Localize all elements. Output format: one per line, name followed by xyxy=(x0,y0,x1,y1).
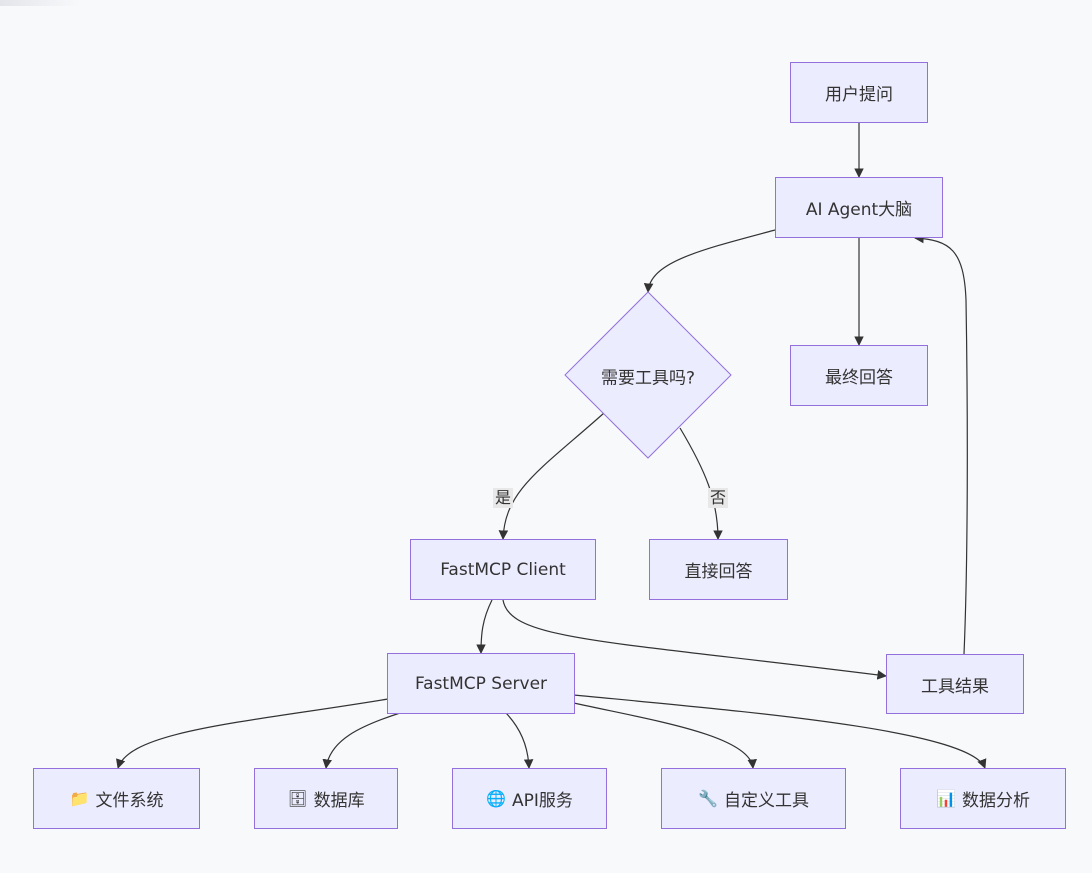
database-node: 🗄 数据库 xyxy=(254,768,398,829)
edge-server-to-analysis xyxy=(573,694,987,769)
edge-agent-to-decision xyxy=(643,229,776,293)
edge-server-to-filesystem xyxy=(116,698,389,769)
fastmcp-client-node: FastMCP Client xyxy=(410,539,596,600)
direct-answer-node: 直接回答 xyxy=(649,539,788,600)
api-service-node: 🌐 API服务 xyxy=(452,768,607,829)
corner-shadow xyxy=(0,0,80,6)
custom-tool-label: 自定义工具 xyxy=(723,791,809,811)
edge-decision-to-direct xyxy=(679,427,723,540)
edge-decision-to-client xyxy=(498,412,605,540)
globe-icon: 🌐 xyxy=(486,789,506,808)
edge-client-to-server xyxy=(476,599,493,654)
fastmcp-server-node: FastMCP Server xyxy=(387,653,575,714)
decision-diamond xyxy=(564,291,732,459)
final-answer-node: 最终回答 xyxy=(790,345,928,406)
edge-label-yes: 是 xyxy=(492,488,514,508)
edge-result-to-agent xyxy=(914,233,968,655)
user-question-node: 用户提问 xyxy=(790,62,928,123)
data-analysis-label: 数据分析 xyxy=(961,791,1030,811)
ai-agent-node: AI Agent大脑 xyxy=(775,177,943,238)
database-label: 数据库 xyxy=(313,791,365,811)
ai-agent-label: AI Agent大脑 xyxy=(805,200,913,220)
edge-server-to-custom xyxy=(573,702,757,769)
direct-answer-label: 直接回答 xyxy=(684,562,753,582)
tool-result-label: 工具结果 xyxy=(921,676,989,697)
fastmcp-client-label: FastMCP Client xyxy=(440,559,566,580)
filesystem-label: 文件系统 xyxy=(95,791,164,811)
user-question-label: 用户提问 xyxy=(825,85,893,105)
need-tool-label: 需要工具吗? xyxy=(600,368,696,389)
edge-label-no: 否 xyxy=(707,488,729,508)
folder-icon: 📁 xyxy=(69,789,90,808)
wrench-icon: 🔧 xyxy=(698,789,718,808)
bar-chart-icon: 📊 xyxy=(936,789,956,808)
edge-server-to-database xyxy=(322,712,401,769)
filesystem-node: 📁 文件系统 xyxy=(33,768,200,829)
final-answer-label: 最终回答 xyxy=(825,368,893,388)
database-icon: 🗄 xyxy=(287,789,308,808)
edge-server-to-api xyxy=(505,712,534,769)
data-analysis-node: 📊 数据分析 xyxy=(900,768,1066,829)
fastmcp-server-label: FastMCP Server xyxy=(414,673,548,694)
api-service-label: API服务 xyxy=(512,791,573,811)
edge-client-to-result xyxy=(502,599,887,680)
custom-tool-node: 🔧 自定义工具 xyxy=(661,768,846,829)
tool-result-node: 工具结果 xyxy=(886,654,1024,714)
